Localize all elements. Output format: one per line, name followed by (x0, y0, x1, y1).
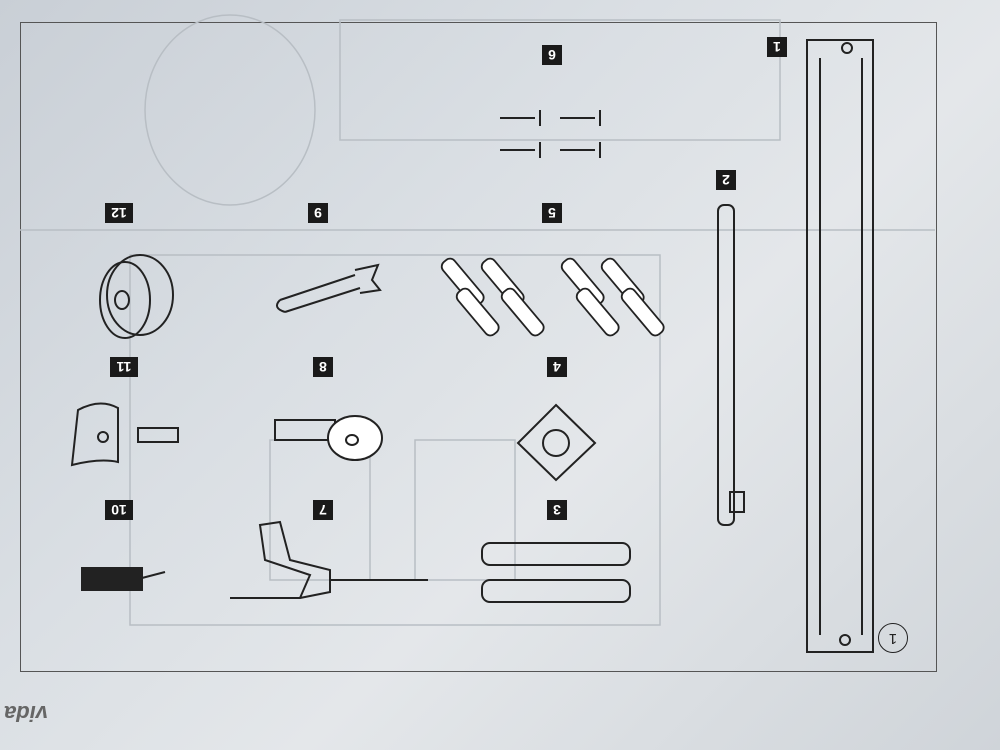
screws-icon (500, 110, 601, 158)
drill-icon (230, 520, 428, 599)
part-label-2: 2 (716, 170, 736, 190)
brand-logo: vida (4, 701, 49, 726)
part-label-6: 6 (542, 45, 562, 65)
part-label-5: 5 (542, 203, 562, 223)
part-label-1: 1 (767, 37, 787, 57)
wall-cup-icon (99, 254, 174, 339)
part-label-9: 9 (308, 203, 328, 223)
bolts-icon (440, 257, 665, 337)
tape-measure-icon (274, 415, 383, 461)
part-label-12: 12 (105, 203, 133, 223)
step-number: 1 (878, 623, 908, 653)
part-label-7: 7 (313, 500, 333, 520)
part-label-11: 11 (110, 357, 138, 377)
spirit-level-icon (81, 567, 166, 591)
mounting-plate-icon (516, 403, 597, 482)
part-label-8: 8 (313, 357, 333, 377)
bar-icon (717, 204, 745, 526)
wrench-icon (275, 263, 382, 313)
part-label-4: 4 (547, 357, 567, 377)
part-label-3: 3 (547, 500, 567, 520)
faded-background-drawing (20, 14, 935, 626)
gate-frame-icon (806, 39, 874, 653)
sheet-border (20, 22, 937, 672)
cap-and-screw-icon (70, 402, 179, 467)
part-label-10: 10 (105, 500, 133, 520)
brackets-icon (481, 542, 631, 603)
